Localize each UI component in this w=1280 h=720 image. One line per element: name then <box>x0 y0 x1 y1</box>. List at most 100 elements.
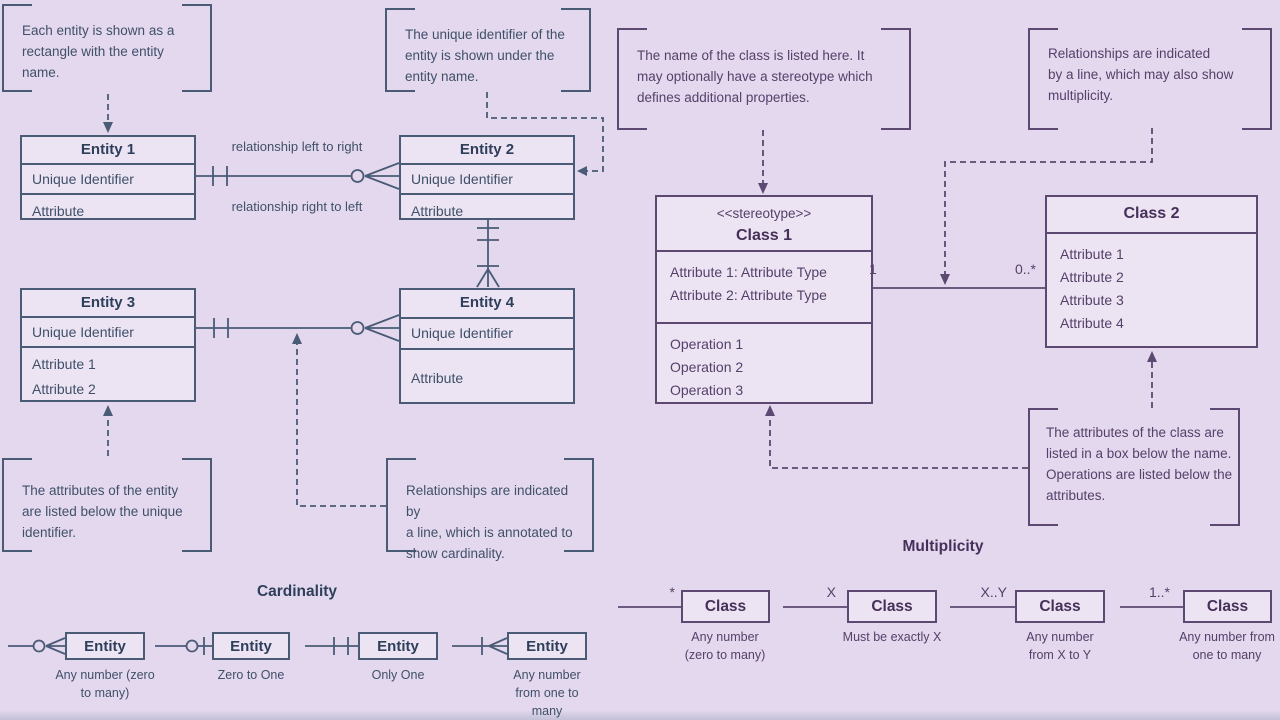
entity1-box: Entity 1 Unique Identifier Attribute <box>20 135 196 220</box>
entity-uid-row: Unique Identifier <box>401 319 573 350</box>
zero-circle-icon <box>350 169 365 183</box>
right-bracket-icon <box>881 28 911 130</box>
annotation-relationships-note: Relationships are indicated by a line, w… <box>386 458 594 561</box>
two-ticks-icon <box>305 637 358 655</box>
one-tick-icon <box>198 637 212 655</box>
crow-foot-icon <box>45 637 66 655</box>
crow-foot-icon <box>488 637 508 655</box>
class-title: Class 1 <box>735 227 793 244</box>
annotation-text: The unique identifier of the entity is s… <box>405 27 565 84</box>
entity4-box: Entity 4 Unique Identifier Attribute <box>399 288 575 404</box>
left-bracket-icon <box>2 458 32 552</box>
cardinality-section-title: Cardinality <box>256 583 338 600</box>
entity-title: Entity 2 <box>401 137 573 165</box>
annotation-text: The attributes of the entity are listed … <box>22 483 183 540</box>
annotation-text: The name of the class is listed here. It… <box>637 48 873 105</box>
crow-foot-icon <box>364 314 400 342</box>
entity-attribute: Attribute 1 <box>32 356 96 372</box>
class-operation: Operation 2 <box>670 359 744 375</box>
entity-title: Entity 4 <box>401 290 573 319</box>
multiplicity-label: * <box>669 584 675 600</box>
entity3-entity4-relationship-line <box>196 314 400 342</box>
one-and-only-one-ticks-icon <box>212 166 228 186</box>
annotation-class-attributes-note: The attributes of the class are listed i… <box>1028 408 1240 526</box>
arrowhead-up-icon <box>103 405 113 416</box>
multiplicity-caption: Any number from X to Y <box>1026 630 1094 662</box>
class2-box: Class 2 Attribute 1 Attribute 2 Attribut… <box>1045 195 1258 348</box>
class-operation: Operation 3 <box>670 382 744 398</box>
arrowhead-up-icon <box>1147 351 1157 362</box>
class-title: Class 2 <box>1123 205 1180 222</box>
arrowhead-up-icon <box>292 333 302 344</box>
association-right-multiplicity: 0..* <box>1014 261 1036 277</box>
arrowhead-down-icon <box>103 122 113 133</box>
multiplicity-caption: Must be exactly X <box>842 630 942 644</box>
entity-title: Entity 1 <box>22 137 194 165</box>
one-and-only-one-ticks-icon <box>213 318 229 338</box>
multiplicity-class-box: Class <box>681 590 770 623</box>
entity-uid-row: Unique Identifier <box>22 318 194 348</box>
annotation-text: The attributes of the class are listed i… <box>1046 425 1233 503</box>
right-bracket-icon <box>561 8 591 92</box>
class1-box: <<stereotype>> Class 1 Attribute 1: Attr… <box>655 195 873 404</box>
annotation-text: Relationships are indicated by a line, w… <box>406 483 573 561</box>
multiplicity-caption: Any number from one to many <box>1179 630 1275 662</box>
entity2-entity4-relationship-line <box>476 220 500 288</box>
multiplicity-class-box: Class <box>1015 590 1105 623</box>
entity-title: Entity 3 <box>22 290 194 318</box>
right-bracket-icon <box>182 4 212 92</box>
left-bracket-icon <box>617 28 647 130</box>
entity2-box: Entity 2 Unique Identifier Attribute <box>399 135 575 220</box>
entity-attribute: Attribute <box>411 370 464 386</box>
cardinality-entity-box: Entity <box>65 632 145 660</box>
zero-circle-icon <box>350 321 365 335</box>
annotation-attributes-note: The attributes of the entity are listed … <box>2 458 212 552</box>
annotation-text: Each entity is shown as a rectangle with… <box>22 23 175 80</box>
class-attribute: Attribute 2 <box>1060 269 1124 285</box>
cardinality-entity-box: Entity <box>212 632 290 660</box>
multiplicity-class-box: Class <box>847 590 937 623</box>
class-attribute: Attribute 4 <box>1060 315 1124 331</box>
zero-circle-icon <box>32 639 46 653</box>
multiplicity-label: X..Y <box>980 584 1007 600</box>
right-bracket-icon <box>1210 408 1240 526</box>
annotation-entity-note: Each entity is shown as a rectangle with… <box>2 4 212 92</box>
association-left-multiplicity: 1 <box>869 261 877 277</box>
cardinality-entity-box: Entity <box>507 632 587 660</box>
multiplicity-label: X <box>826 584 836 600</box>
class-attribute: Attribute 3 <box>1060 292 1124 308</box>
entity3-box: Entity 3 Unique Identifier Attribute 1 A… <box>20 288 196 402</box>
multiplicity-caption: Any number (zero to many) <box>684 630 766 662</box>
right-bracket-icon <box>564 458 594 552</box>
relationship-left-to-right-label: relationship left to right <box>231 139 363 154</box>
multiplicity-section-title: Multiplicity <box>902 538 984 555</box>
multiplicity-label: 1..* <box>1148 584 1170 600</box>
arrowhead-left-icon <box>577 166 587 176</box>
entity-attribute: Attribute <box>411 203 464 219</box>
entity-attribute: Attribute 2 <box>32 381 96 397</box>
class-operation: Operation 1 <box>670 336 744 352</box>
annotation-uid-note: The unique identifier of the entity is s… <box>385 8 591 92</box>
arrowhead-up-icon <box>765 405 775 416</box>
zero-circle-icon <box>185 639 199 653</box>
cardinality-caption: Any number from one to many <box>513 668 581 718</box>
dashed-connector <box>296 342 386 507</box>
left-bracket-icon <box>1028 408 1058 526</box>
crow-foot-icon <box>364 162 400 190</box>
cardinality-caption: Only One <box>371 668 425 682</box>
right-bracket-icon <box>1242 28 1272 130</box>
cardinality-caption: Any number (zero to many) <box>55 668 155 700</box>
left-bracket-icon <box>1028 28 1058 130</box>
entity-uid-row: Unique Identifier <box>401 165 573 195</box>
entity1-entity2-relationship-line <box>196 162 400 190</box>
one-tick-icon <box>452 637 489 655</box>
left-bracket-icon <box>386 458 416 552</box>
ticks-icon <box>477 227 499 267</box>
left-bracket-icon <box>2 4 32 92</box>
class-stereotype: <<stereotype>> <box>716 206 812 221</box>
cardinality-entity-box: Entity <box>358 632 438 660</box>
dashed-connector <box>769 414 1028 469</box>
class-attribute: Attribute 2: Attribute Type <box>670 287 827 304</box>
left-bracket-icon <box>385 8 415 92</box>
